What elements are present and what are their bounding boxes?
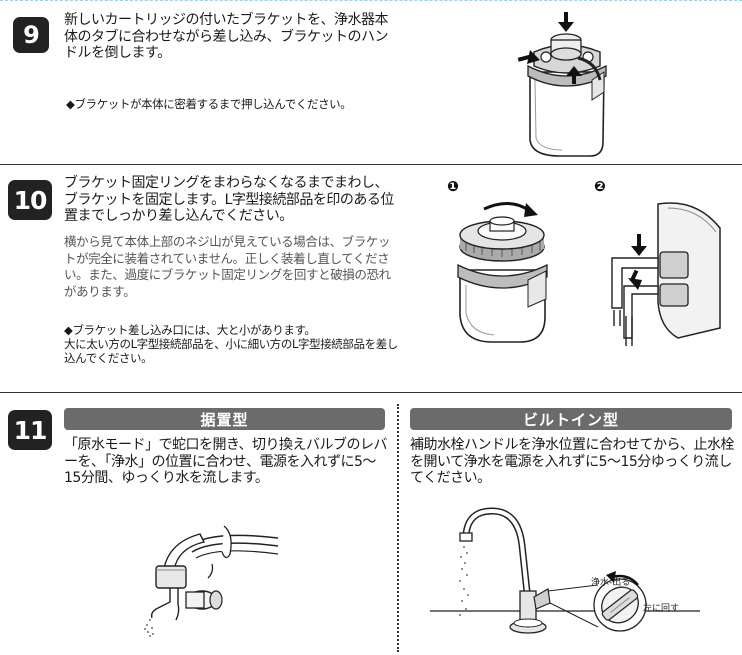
builtin-outlet-label: 浄水-出る	[591, 578, 631, 588]
builtin-faucet-illustration	[430, 507, 700, 634]
column-divider	[397, 404, 399, 652]
step-10-text: ブラケット固定リングをまわらなくなるまでまわし、ブラケットを固定します。L字型接…	[64, 175, 394, 224]
step-10-subtext: 横から見て本体上部のネジ山が見えている場合は、ブラケットが完全に装着されていませ…	[64, 234, 391, 299]
step-10-note: ◆ブラケット差し込み口には、大と小があります。 大に太い方のL字型接続部品を、小…	[64, 323, 398, 365]
step-9-note: ◆ブラケットが本体に密着するまで押し込んでください。	[66, 97, 352, 111]
step-9-text: 新しいカートリッジの付いたブラケットを、浄水器本体のタブに合わせながら差し込み、…	[64, 12, 389, 61]
step-11-badge: 11	[8, 410, 52, 450]
countertop-type-text: 「原水モード」で蛇口を開き、切り換えバルブのレバーを、「浄水」の位置に合わせ、電…	[64, 437, 388, 486]
step-9-badge: 9	[13, 17, 49, 53]
step-10-badge: 10	[8, 180, 52, 220]
step-10-figure-2-illustration	[611, 202, 721, 346]
divider-after-step-10	[0, 392, 742, 393]
top-dashed-rule	[0, 0, 742, 1]
builtin-rotate-label: 左に回す	[643, 604, 680, 614]
builtin-type-header: ビルトイン型	[410, 408, 732, 430]
countertop-type-header: 据置型	[64, 408, 385, 430]
divider-after-step-9	[0, 164, 742, 165]
step-10-figure-2-label: ❷	[594, 179, 606, 195]
step-10-figure-1-illustration	[457, 202, 548, 343]
step-10-figure-1-label: ❶	[447, 179, 459, 195]
countertop-faucet-illustration	[144, 525, 279, 637]
step-9-illustration	[517, 12, 607, 157]
builtin-type-text: 補助水栓ハンドルを浄水位置に合わせてから、止水栓を開いて浄水を電源を入れずに5〜…	[410, 437, 735, 486]
